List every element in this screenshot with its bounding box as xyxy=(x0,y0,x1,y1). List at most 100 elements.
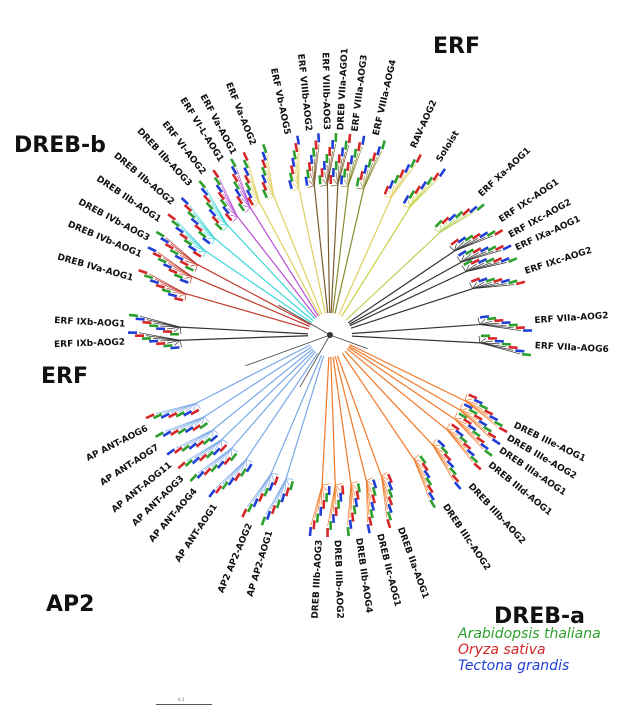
leaf-tip-mark xyxy=(479,315,490,319)
leaf-tip-mark xyxy=(161,288,172,294)
leaf-branch xyxy=(232,216,238,223)
leaf-tip-mark xyxy=(380,140,386,150)
clade-label: ERF VIIIa-AOG3 xyxy=(351,54,370,132)
leaf-branch xyxy=(479,324,522,332)
leaf-branch xyxy=(350,483,357,489)
leaf-branch xyxy=(178,273,192,277)
leaf-branch xyxy=(186,438,223,462)
leaf-tip-mark xyxy=(167,292,178,298)
leaf-tip-mark xyxy=(468,408,478,416)
leaf-branch xyxy=(366,480,373,486)
clade-branch xyxy=(346,348,447,430)
leaf-tip-mark xyxy=(476,436,485,444)
leaf-tip-mark xyxy=(398,169,405,179)
leaf-branch xyxy=(461,265,467,272)
leaf-tip-mark xyxy=(354,497,359,508)
leaf-tip-mark xyxy=(312,520,316,530)
leaf-tip-mark xyxy=(195,439,205,448)
leaf-branch xyxy=(350,483,356,497)
clade-label: DREB IIIb-AOG3 xyxy=(311,539,325,618)
clade-branch xyxy=(348,345,461,411)
leaf-tip-mark xyxy=(368,516,373,526)
leaf-tip-mark xyxy=(169,248,179,256)
leaf-tip-mark xyxy=(468,393,478,400)
leaf-tip-mark xyxy=(387,496,394,506)
leaf-branch xyxy=(202,250,206,258)
leaf-branch xyxy=(439,211,476,234)
clade-12: ERF Xa-AOG1 xyxy=(345,146,533,321)
leaf-branch xyxy=(469,282,473,289)
leaf-tip-mark xyxy=(409,158,417,169)
leaf-branch xyxy=(307,185,315,189)
leaf-tip-mark xyxy=(289,481,294,491)
backbone-branch xyxy=(299,334,331,388)
clade-branch xyxy=(350,288,473,329)
leaf-tip-mark xyxy=(372,479,378,489)
clade-branch xyxy=(347,346,455,420)
leaf-tip-mark xyxy=(260,516,267,526)
clade-branch xyxy=(191,275,310,327)
leaf-tip-mark xyxy=(463,403,473,410)
leaf-branch xyxy=(184,260,198,265)
leaf-tip-mark xyxy=(170,429,180,437)
clade-branch xyxy=(250,207,319,317)
leaf-tip-mark xyxy=(184,458,194,467)
leaf-branch xyxy=(459,408,468,411)
leaf-branch xyxy=(432,444,440,447)
leaf-branch xyxy=(334,484,341,491)
leaf-branch xyxy=(175,429,214,449)
leaf-tip-mark xyxy=(183,409,193,417)
leaf-tip-mark xyxy=(179,232,189,240)
leaf-branch xyxy=(214,438,223,451)
leaf-tip-mark xyxy=(454,210,464,219)
leaf-branch xyxy=(432,438,437,445)
clade-4: ERF Va-AOG1 xyxy=(197,93,321,316)
clade-branch xyxy=(351,335,480,344)
leaf-branch xyxy=(220,439,223,447)
leaf-tip-mark xyxy=(236,195,244,205)
clade-18: ERF VIIa-AOG6 xyxy=(351,334,609,357)
leaf-branch xyxy=(240,459,247,472)
leaf-tip-mark xyxy=(314,140,318,150)
leaf-branch xyxy=(446,429,473,463)
leaf-branch xyxy=(479,340,493,344)
clade-24: DREB IIIc-AOG2 xyxy=(341,352,492,573)
leaf-tip-mark xyxy=(476,203,485,212)
leaf-branch xyxy=(194,416,205,427)
backbone-branch xyxy=(245,334,331,367)
leaf-tip-mark xyxy=(143,274,154,280)
leaf-tip-mark xyxy=(261,159,267,169)
leaf-tip-mark xyxy=(425,476,433,486)
leaf-branch xyxy=(230,214,238,218)
leaf-tip-mark xyxy=(288,179,293,190)
leaf-tip-mark xyxy=(147,246,157,253)
leaf-branch xyxy=(335,172,339,186)
leaf-tip-mark xyxy=(387,481,394,491)
leaf-tip-mark xyxy=(212,169,220,179)
leaf-tip-mark xyxy=(489,414,499,422)
leaf-tip-mark xyxy=(383,185,390,195)
clade-branch xyxy=(341,352,415,460)
tree-root xyxy=(327,332,333,338)
clade-branch xyxy=(338,197,392,316)
leaf-tip-mark xyxy=(464,234,474,242)
leaf-tip-mark xyxy=(441,216,450,225)
leaf-tip-mark xyxy=(443,452,452,462)
leaf-tip-mark xyxy=(270,504,277,515)
leaf-tip-mark xyxy=(160,236,170,244)
leaf-branch xyxy=(460,254,465,263)
clade-branch xyxy=(259,202,321,316)
leaf-branch xyxy=(271,472,279,476)
leaf-branch xyxy=(472,284,515,289)
clade-branch xyxy=(313,185,329,314)
leaf-tip-mark xyxy=(451,474,460,483)
leaf-tip-mark xyxy=(241,508,248,518)
leaf-branch xyxy=(148,273,186,294)
leaf-branch xyxy=(252,199,260,203)
clade-branch xyxy=(285,355,325,479)
leaf-tip-mark xyxy=(213,176,222,186)
leaf-tip-mark xyxy=(214,222,223,231)
leaf-branch xyxy=(446,429,459,436)
backbone-branch xyxy=(277,304,331,336)
tree-backbone xyxy=(245,304,368,388)
